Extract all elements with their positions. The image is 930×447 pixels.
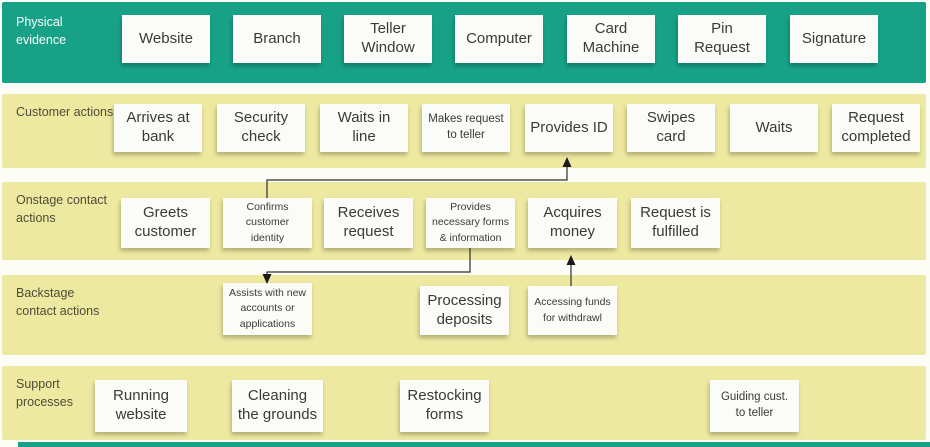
- band-physical-evidence: Physical evidence Website Branch Teller …: [2, 2, 926, 83]
- sticky-note-acquires-money[interactable]: Acquires money: [528, 198, 617, 248]
- sticky-note-website[interactable]: Website: [122, 15, 210, 63]
- sticky-note-request-is-fulfilled[interactable]: Request is fulfilled: [631, 198, 720, 248]
- band-backstage-contact-actions: Backstage contact actions Assists with n…: [2, 275, 926, 355]
- sticky-note-restocking-forms[interactable]: Restocking forms: [400, 380, 489, 432]
- sticky-note-waits[interactable]: Waits: [730, 104, 818, 152]
- sticky-note-guiding-cust-to-teller[interactable]: Guiding cust. to teller: [710, 380, 799, 432]
- sticky-note-security-check[interactable]: Security check: [217, 104, 305, 152]
- sticky-note-receives-request[interactable]: Receives request: [324, 198, 413, 248]
- sticky-note-confirms-customer-identity[interactable]: Confirms customer identity: [223, 198, 312, 248]
- sticky-note-cleaning-the-grounds[interactable]: Cleaning the grounds: [232, 380, 323, 432]
- sticky-note-signature[interactable]: Signature: [790, 15, 878, 63]
- sticky-note-assists-with-new-accounts[interactable]: Assists with new accounts or application…: [223, 283, 312, 335]
- sticky-note-teller-window[interactable]: Teller Window: [344, 15, 432, 63]
- row-label-onstage-contact-actions: Onstage contact actions: [16, 193, 108, 225]
- row-label-physical-evidence: Physical evidence: [16, 15, 67, 47]
- band-onstage-contact-actions: Onstage contact actions Greets customer …: [2, 182, 926, 260]
- row-label-backstage-contact-actions: Backstage contact actions: [16, 286, 100, 318]
- sticky-note-pin-request[interactable]: Pin Request: [678, 15, 766, 63]
- row-label-support-processes: Support processes: [16, 377, 73, 409]
- sticky-note-card-machine[interactable]: Card Machine: [567, 15, 655, 63]
- sticky-note-running-website[interactable]: Running website: [95, 380, 187, 432]
- sticky-note-provides-id[interactable]: Provides ID: [525, 104, 613, 152]
- sticky-note-accessing-funds-for-withdrawl[interactable]: Accessing funds for withdrawl: [528, 286, 617, 335]
- sticky-note-processing-deposits[interactable]: Processing deposits: [420, 286, 509, 335]
- row-label-customer-actions: Customer actions: [16, 105, 114, 119]
- band-customer-actions: Customer actions Arrives at bank Securit…: [2, 94, 926, 168]
- sticky-note-swipes-card[interactable]: Swipes card: [627, 104, 715, 152]
- sticky-note-computer[interactable]: Computer: [455, 15, 543, 63]
- sticky-note-branch[interactable]: Branch: [233, 15, 321, 63]
- sticky-note-waits-in-line[interactable]: Waits in line: [320, 104, 408, 152]
- sticky-note-arrives-at-bank[interactable]: Arrives at bank: [114, 104, 202, 152]
- sticky-note-makes-request-to-teller[interactable]: Makes request to teller: [422, 104, 510, 152]
- sticky-note-request-completed[interactable]: Request completed: [832, 104, 920, 152]
- band-support-processes: Support processes Running website Cleani…: [2, 366, 926, 440]
- sticky-note-provides-necessary-forms[interactable]: Provides necessary forms & information: [426, 198, 515, 248]
- bottom-band-edge: [18, 442, 930, 447]
- sticky-note-greets-customer[interactable]: Greets customer: [121, 198, 210, 248]
